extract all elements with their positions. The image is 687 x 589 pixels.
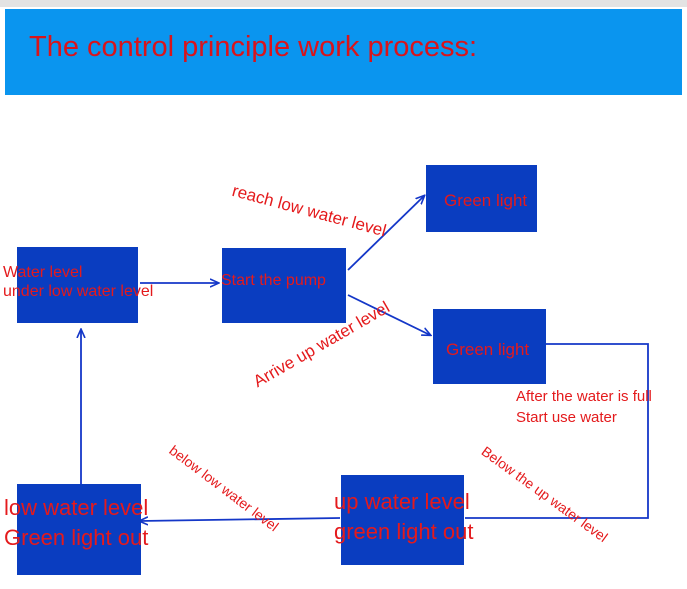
- box-water-level: [17, 247, 138, 323]
- box-low-level-out: [17, 484, 141, 575]
- box-green-light-mid: [433, 309, 546, 384]
- label-full-line2: Start use water: [516, 409, 617, 426]
- start-pump-text: Start the pump: [221, 272, 326, 289]
- water-level-line1: Water level: [3, 264, 83, 281]
- box-start-pump: [222, 248, 346, 323]
- green-light-top-text: Green light: [444, 191, 528, 210]
- top-border: [0, 0, 687, 7]
- up-level-out-text: up water level green light out: [334, 487, 473, 547]
- up-level-out-line2: green light out: [334, 519, 474, 544]
- green-light-mid-text: Green light: [446, 340, 530, 359]
- up-level-out-line1: up water level: [334, 489, 470, 514]
- box-up-level-out: [341, 475, 464, 565]
- arrow-pump-to-green-top: [347, 196, 424, 271]
- page-title: The control principle work process:: [29, 31, 478, 63]
- low-level-out-line1: low water level: [4, 495, 149, 520]
- arrow-up-level-to-low-level: [140, 518, 341, 521]
- low-level-out-line2: Green light out: [4, 525, 149, 550]
- label-full-line1: After the water is full: [516, 388, 652, 405]
- header-banner: The control principle work process:: [5, 9, 682, 95]
- low-level-out-text: low water level Green light out: [4, 493, 148, 553]
- box-green-light-top: [426, 165, 537, 232]
- water-level-text: Water level under low water level: [3, 263, 153, 301]
- arrow-pump-to-green-mid: [347, 294, 430, 335]
- path-green-mid-to-up-level: [465, 343, 649, 519]
- water-level-line2: under low water level: [3, 283, 154, 301]
